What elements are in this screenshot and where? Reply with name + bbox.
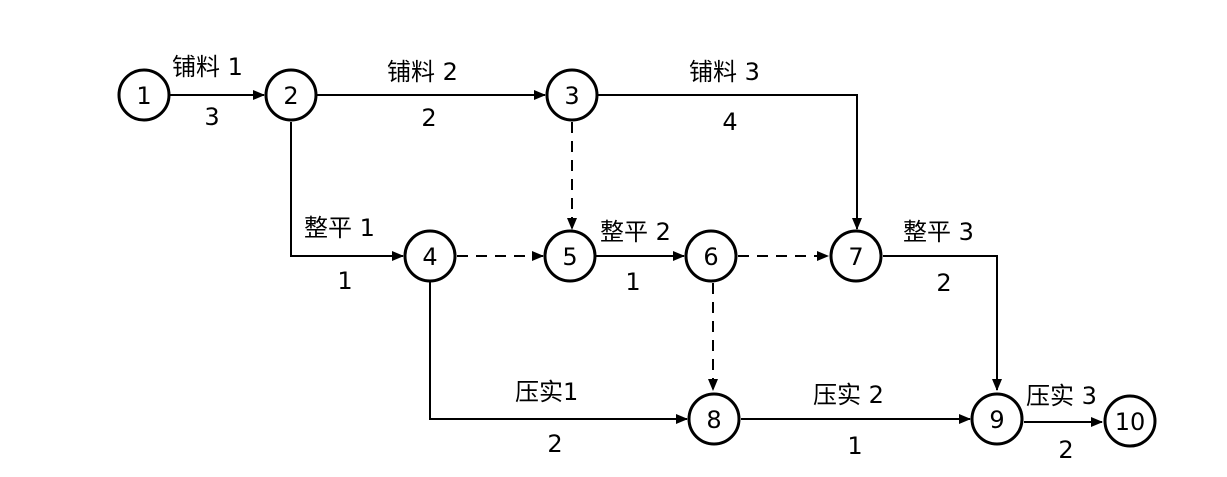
activity-name-4-8: 压实1 bbox=[515, 378, 578, 406]
node-4-label: 4 bbox=[422, 243, 437, 271]
activity-name-2-3: 铺料 2 bbox=[387, 58, 458, 86]
edge-3-7 bbox=[597, 94, 862, 230]
node-8-label: 8 bbox=[706, 406, 721, 434]
node-2: 2 bbox=[264, 68, 318, 122]
activity-name-9-10: 压实 3 bbox=[1026, 382, 1097, 410]
activity-duration-7-9: 2 bbox=[936, 269, 951, 297]
node-10: 10 bbox=[1103, 394, 1157, 448]
node-1-label: 1 bbox=[136, 82, 151, 110]
activity-duration-8-9: 1 bbox=[847, 432, 862, 460]
node-2-label: 2 bbox=[283, 82, 298, 110]
node-8: 8 bbox=[687, 392, 741, 446]
activity-name-5-6: 整平 2 bbox=[600, 218, 671, 246]
activity-duration-4-8: 2 bbox=[547, 430, 562, 458]
activity-name-8-9: 压实 2 bbox=[813, 381, 884, 409]
edge-7-9 bbox=[883, 255, 1002, 391]
node-7-label: 7 bbox=[848, 243, 863, 271]
node-5: 5 bbox=[543, 229, 597, 283]
node-4: 4 bbox=[403, 229, 457, 283]
activity-name-2-4: 整平 1 bbox=[304, 214, 375, 242]
node-3: 3 bbox=[545, 68, 599, 122]
activity-duration-2-3: 2 bbox=[421, 104, 436, 132]
activity-duration-2-4: 1 bbox=[337, 267, 352, 295]
activity-name-7-9: 整平 3 bbox=[903, 218, 974, 246]
node-3-label: 3 bbox=[564, 82, 579, 110]
activity-name-1-2: 铺料 1 bbox=[172, 53, 243, 81]
node-9: 9 bbox=[970, 392, 1024, 446]
node-7: 7 bbox=[829, 229, 883, 283]
node-1: 1 bbox=[117, 68, 171, 122]
node-5-label: 5 bbox=[562, 243, 577, 271]
activity-name-3-7: 铺料 3 bbox=[689, 58, 760, 86]
node-6-label: 6 bbox=[703, 243, 718, 271]
activity-duration-5-6: 1 bbox=[625, 268, 640, 296]
node-10-label: 10 bbox=[1115, 408, 1146, 436]
activity-duration-1-2: 3 bbox=[204, 103, 219, 131]
edge-2-4 bbox=[290, 122, 404, 261]
activity-duration-3-7: 4 bbox=[722, 108, 737, 136]
edge-4-8 bbox=[429, 282, 688, 424]
node-9-label: 9 bbox=[989, 406, 1004, 434]
node-6: 6 bbox=[684, 229, 738, 283]
activity-duration-9-10: 2 bbox=[1058, 436, 1073, 464]
